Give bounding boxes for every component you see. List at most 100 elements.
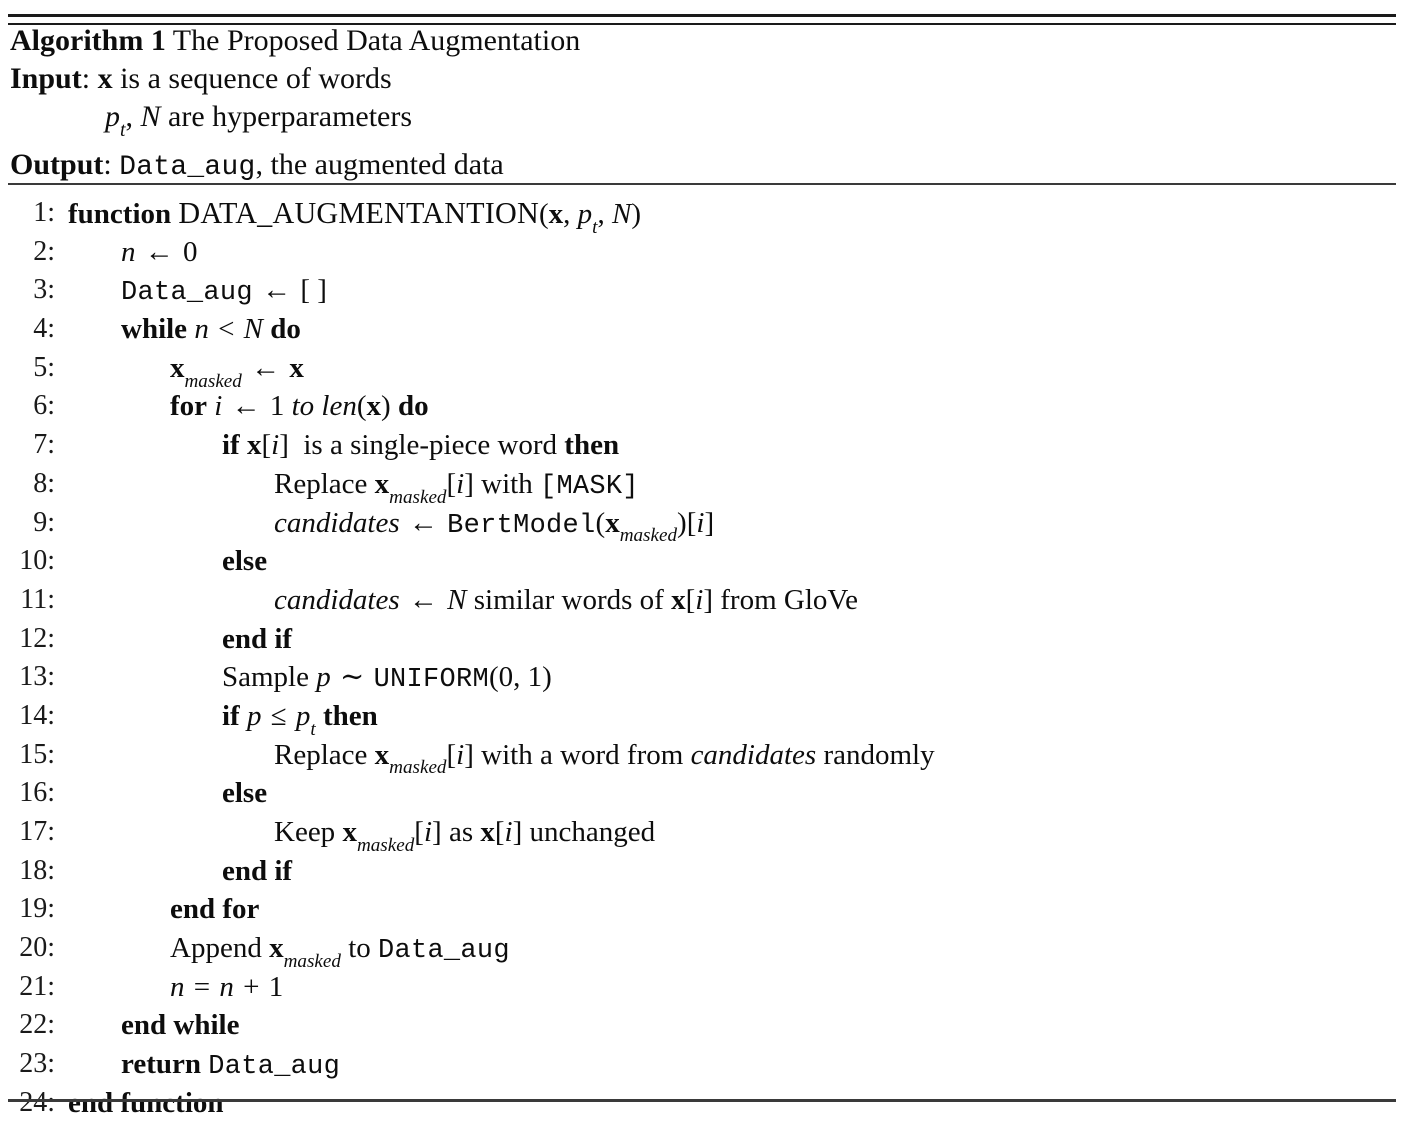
subscript-masked: masked (389, 486, 447, 508)
func-uniform: UNIFORM (373, 665, 489, 696)
var-candidates: candidates (274, 583, 400, 616)
var-p: p (316, 661, 331, 694)
var-n: n (121, 235, 136, 268)
func-bert-model: BertModel (447, 510, 596, 541)
line-code: Replace xmasked[i] with a word from cand… (274, 738, 935, 783)
verb-append: Append (170, 932, 262, 965)
var-i: i (456, 738, 465, 771)
verb-replace: Replace (274, 467, 368, 500)
index-bracket: [ (494, 816, 505, 848)
paren-open: ( (539, 198, 549, 230)
verb-keep: Keep (274, 816, 336, 848)
line-number: 10: (19, 545, 55, 577)
line-code: Sample p ∼ UNIFORM(0, 1) (222, 660, 552, 697)
index-bracket-close: ] (704, 506, 715, 539)
mask-token: [MASK] (539, 471, 639, 502)
index-bracket-close: ] (464, 467, 474, 500)
assign-arrow-icon: ← (262, 274, 292, 307)
algorithm-line: 2: n ← 0 (0, 235, 1404, 274)
algorithm-line: 17: Keep xmasked[i] as x[i] unchanged (0, 815, 1404, 856)
word-as: as (448, 816, 474, 848)
keyword-to: to (291, 390, 315, 423)
line-number: 17: (19, 816, 55, 847)
algorithm-line: 23: return Data_aug (0, 1047, 1404, 1086)
keyword-end-for: end for (170, 893, 260, 926)
var-pt: p (295, 699, 311, 732)
algorithm-line: 3: Data_aug ← [ ] (0, 273, 1404, 312)
var-x-masked: x (605, 506, 620, 539)
less-equal-icon: ≤ (270, 699, 287, 732)
var-x-masked: x (269, 932, 284, 965)
word-to: to (348, 932, 371, 965)
line-number: 3: (33, 274, 55, 306)
phrase-similar-words: similar words of (473, 583, 664, 616)
line-code: Replace xmasked[i] with [MASK] (274, 467, 639, 512)
algorithm-title: The Proposed Data Augmentation (172, 24, 581, 57)
verb-replace: Replace (274, 738, 368, 771)
line-number: 18: (19, 854, 55, 886)
algorithm-line: 15: Replace xmasked[i] with a word from … (0, 738, 1404, 779)
param-pt-subscript: t (120, 119, 126, 141)
value-one: 1 (268, 970, 284, 1003)
algorithm-line: 10: else (0, 544, 1404, 583)
var-i: i (214, 390, 223, 423)
tilde-distributed-icon: ∼ (340, 661, 365, 694)
var-data-aug: Data_aug (208, 1052, 341, 1083)
line-code: else (222, 544, 267, 578)
equals-icon: = (193, 970, 211, 1003)
value-one: 1 (269, 390, 285, 423)
algorithm-line: 22: end while (0, 1008, 1404, 1047)
line-code: else (222, 776, 267, 810)
algorithm-line: 24: end function (0, 1086, 1404, 1125)
output-label: Output (10, 148, 104, 181)
arg-p-subscript: t (592, 216, 598, 238)
assign-arrow-icon: ← (408, 583, 438, 616)
keyword-while: while (121, 313, 188, 346)
algorithm-line: 16: else (0, 776, 1404, 815)
algorithm-line: 7: if x[i] is a single-piece word then (0, 428, 1404, 467)
keyword-else: else (222, 777, 268, 810)
keyword-function: function (68, 198, 172, 230)
line-number: 19: (19, 893, 55, 925)
index-bracket-close: ] (432, 816, 442, 848)
line-number: 7: (33, 429, 55, 461)
line-number: 22: (19, 1009, 55, 1041)
index-bracket-close: ] (464, 738, 474, 771)
paren-open: ( (356, 390, 367, 423)
verb-sample: Sample (222, 661, 309, 694)
keyword-if: if (222, 699, 240, 732)
arg-comma-1: , (563, 198, 578, 230)
line-number: 23: (19, 1048, 55, 1080)
line-number: 12: (19, 622, 55, 654)
arg-x: x (548, 198, 564, 230)
param-pt: p (105, 100, 120, 133)
var-x-masked: x (170, 351, 185, 384)
algorithm-line: 4: while n < N do (0, 312, 1404, 351)
arg-p: p (577, 198, 593, 230)
var-x: x (671, 583, 686, 616)
var-n: n (170, 970, 185, 1003)
algorithm-top-rule (8, 14, 1396, 25)
line-code: n ← 0 (121, 235, 198, 269)
var-x-masked: x (374, 467, 390, 500)
line-code: end for (170, 892, 259, 926)
var-data-aug: Data_aug (121, 278, 253, 309)
algorithm-line: 21: n = n + 1 (0, 970, 1404, 1009)
var-x-masked: x (342, 816, 357, 848)
subscript-masked: masked (389, 757, 447, 779)
algorithm-line: 11: candidates ← N similar words of x[i]… (0, 583, 1404, 622)
input-colon: : (81, 62, 98, 95)
line-number: 2: (33, 235, 55, 267)
assign-arrow-icon: ← (144, 235, 174, 268)
keyword-end-if: end if (222, 854, 293, 887)
algorithm-line: 20: Append xmasked to Data_aug (0, 931, 1404, 972)
assign-arrow-icon: ← (251, 351, 281, 384)
line-number: 21: (19, 970, 55, 1002)
algorithm-line: 5: xmasked ← x (0, 351, 1404, 392)
algorithm-line: 12: end if (0, 622, 1404, 661)
assign-arrow-icon: ← (231, 390, 261, 423)
input-label: Input (10, 62, 82, 95)
line-code: end while (121, 1008, 239, 1042)
var-i: i (504, 816, 513, 848)
output-text: , the augmented data (255, 148, 504, 181)
